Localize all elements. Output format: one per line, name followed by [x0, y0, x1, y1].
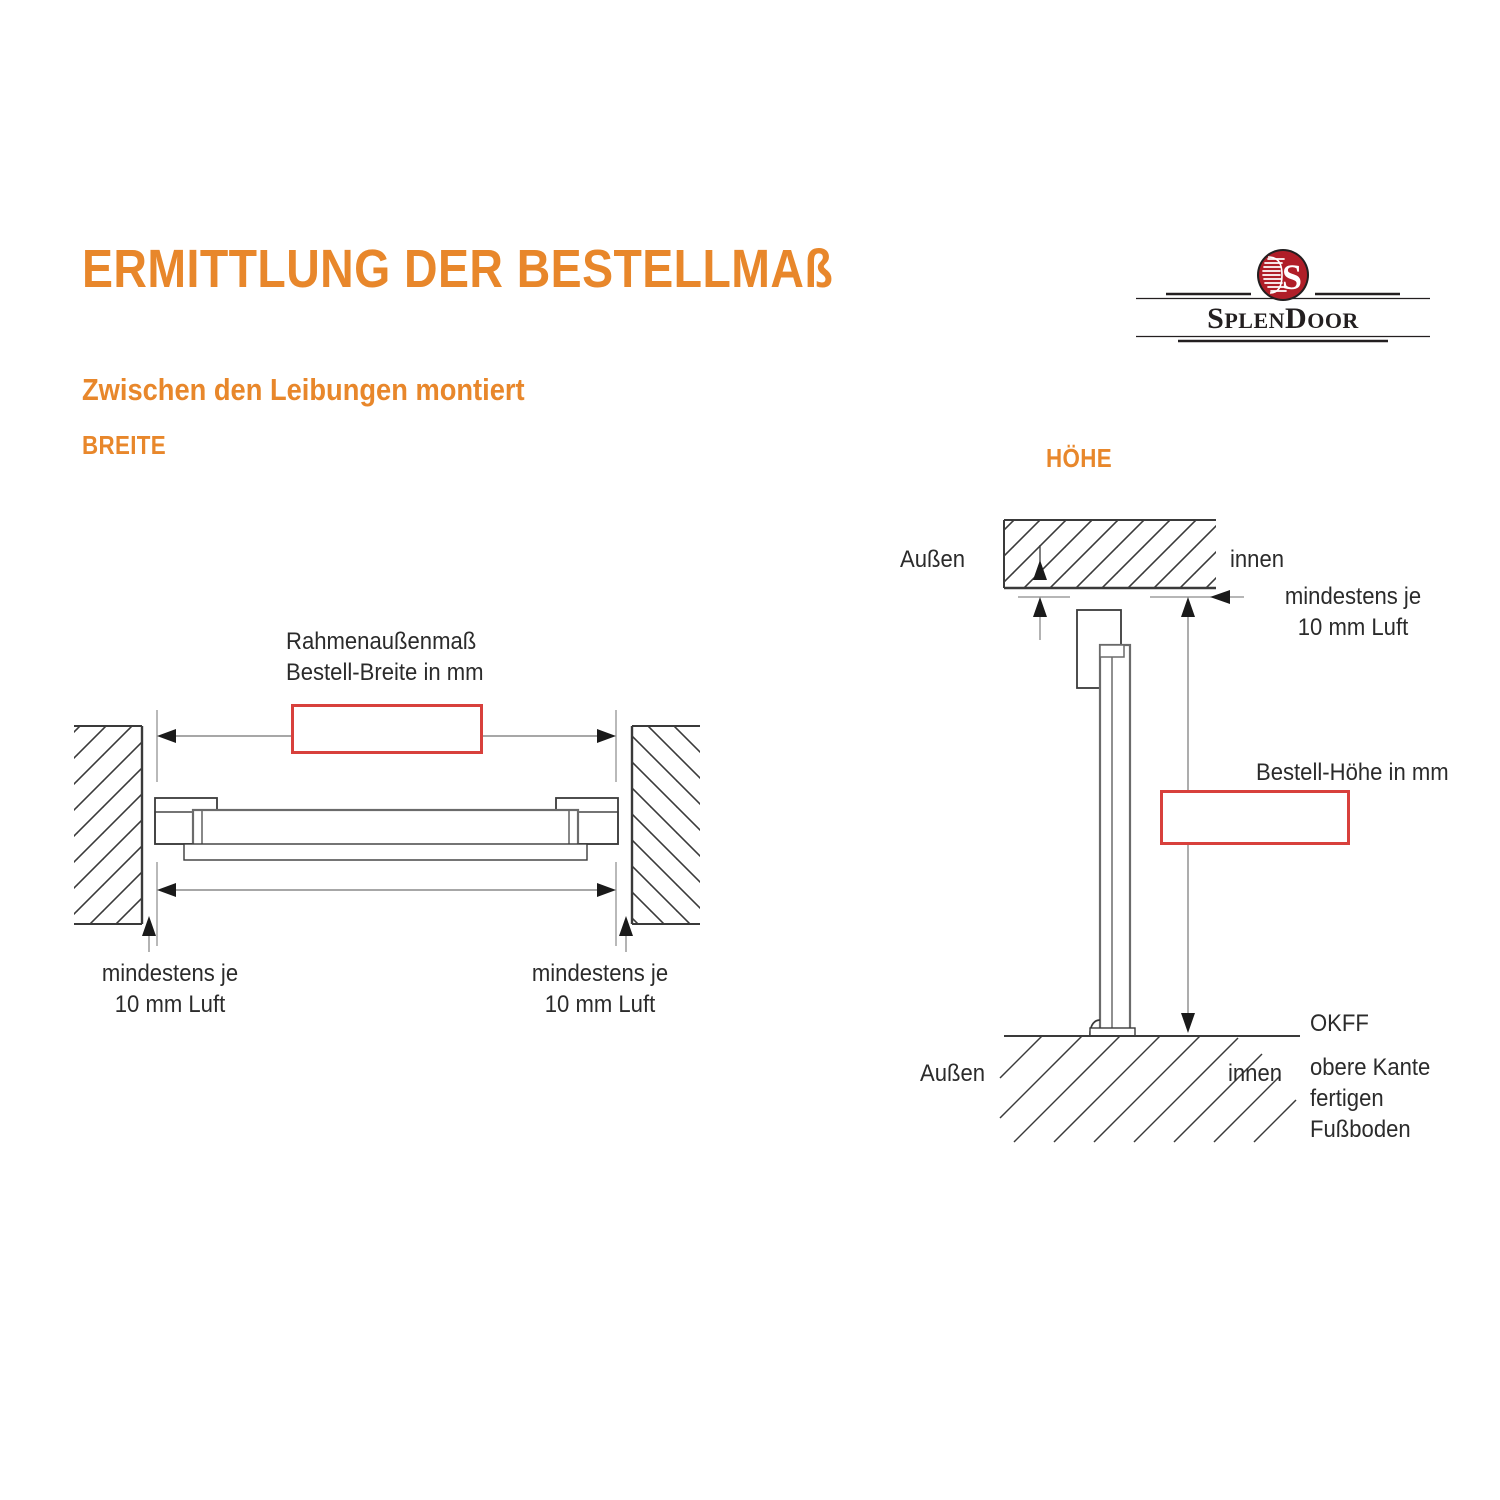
label-aussen-bottom: Außen	[920, 1060, 986, 1087]
page-title: ERMITTLUNG DER BESTELLMAß	[82, 239, 834, 299]
label-innen-bottom: innen	[1228, 1060, 1283, 1087]
leader-gap-top-right	[1210, 590, 1244, 604]
page-subtitle: Zwischen den Leibungen montiert	[82, 372, 525, 407]
wall-right	[630, 725, 700, 925]
dimension-bottom-width	[157, 883, 616, 897]
svg-text:S: S	[1282, 257, 1302, 297]
gap-indicator-lintel	[1033, 545, 1047, 580]
logo-wordmark: SPLENDOOR	[1207, 302, 1359, 335]
leader-gap-right	[619, 916, 633, 952]
label-gap-height: mindestens je 10 mm Luft	[1284, 583, 1422, 641]
door-frame-assembly-plan	[154, 797, 619, 861]
section-heading-hoehe: HÖHE	[1046, 443, 1112, 473]
label-gap-left: mindestens je 10 mm Luft	[101, 960, 239, 1018]
section-heading-breite: BREITE	[82, 430, 167, 460]
bestell-hoehe-input[interactable]	[1160, 790, 1350, 845]
lintel-block	[1003, 519, 1216, 590]
label-gap-right: mindestens je 10 mm Luft	[531, 960, 669, 1018]
logo-badge-icon: S	[1257, 249, 1309, 301]
label-okff-description: obere Kante fertigen Fußboden	[1310, 1054, 1431, 1143]
label-okff: OKFF	[1310, 1010, 1369, 1037]
label-aussen-top: Außen	[900, 546, 966, 573]
label-bestell-hoehe: Bestell-Höhe in mm	[1256, 759, 1449, 786]
wall-left	[74, 725, 144, 925]
leader-gap-left	[142, 916, 156, 952]
door-frame-assembly-section	[1076, 609, 1136, 1037]
label-innen-top: innen	[1230, 546, 1285, 573]
floor-okff	[999, 1035, 1300, 1143]
bestell-breite-input[interactable]	[291, 704, 483, 754]
gap-dimension-left	[1033, 597, 1047, 640]
splendoor-logo: S SPLENDOOR	[1136, 249, 1430, 343]
